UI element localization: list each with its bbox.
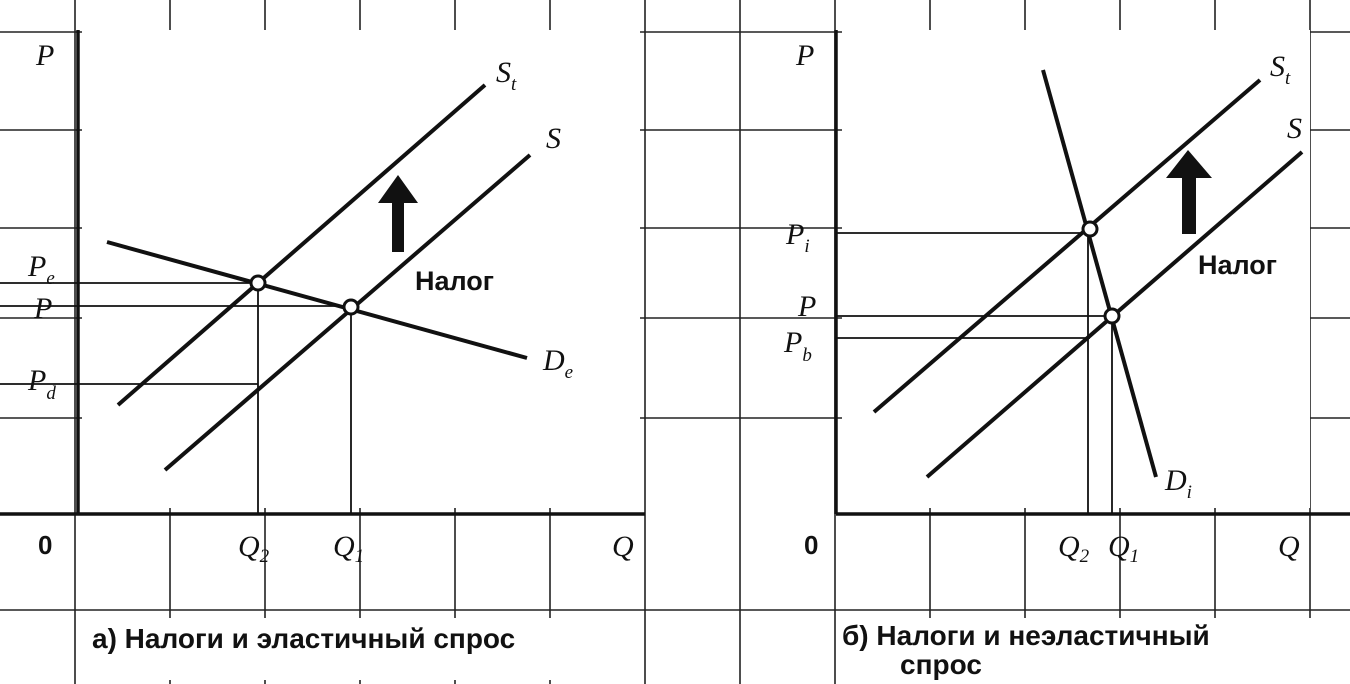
panel-a-y-axis-label: P xyxy=(35,39,54,72)
panel-a-st-label: St xyxy=(496,56,517,95)
panel-a-plot-area xyxy=(82,30,640,508)
panel-a-x-axis-label: Q xyxy=(612,530,634,563)
panel-a-caption: а) Налоги и эластичный спрос xyxy=(92,623,515,654)
panel-a-price-label-pd: Pd xyxy=(27,364,56,404)
panel-b-equilibrium-with-tax xyxy=(1081,220,1099,238)
panel-b-supply-with-tax xyxy=(872,78,1262,414)
panel-b-qty-label-q2: Q2 xyxy=(1058,530,1090,567)
panel-b xyxy=(834,30,1350,516)
panel-a-qty-label-q1: Q1 xyxy=(333,530,364,567)
panel-b-demand-inelastic xyxy=(1041,69,1158,478)
panel-a-equilibrium-with-tax xyxy=(249,274,267,292)
panel-b-equilibrium xyxy=(1103,307,1121,325)
panel-b-origin-label: 0 xyxy=(804,530,818,560)
panel-b-caption-area xyxy=(842,618,1322,684)
panel-b-price-label-pi: Pi xyxy=(785,218,810,257)
panel-b-price-label-pb: Pb xyxy=(783,326,812,366)
panel-a-price-label-p: P xyxy=(33,292,52,325)
panel-a-tax-arrow-icon xyxy=(378,175,418,252)
panel-a-tax-label: Налог xyxy=(415,266,494,296)
panel-b-price-label-p: P xyxy=(797,290,816,323)
panel-b-caption-line1: б) Налоги и неэластичный xyxy=(842,620,1210,651)
panel-a-s-label: S xyxy=(546,122,561,155)
panel-a-origin-label: 0 xyxy=(38,530,52,560)
panel-b-tax-label: Налог xyxy=(1198,250,1277,280)
panel-a xyxy=(0,30,645,516)
panel-a-demand-elastic xyxy=(106,240,528,360)
panel-b-tax-arrow-icon xyxy=(1166,150,1212,234)
panel-b-qty-label-q1: Q1 xyxy=(1108,530,1139,567)
panel-a-qty-label-q2: Q2 xyxy=(238,530,270,567)
panel-b-d-label: Di xyxy=(1164,464,1192,503)
panel-b-x-axis-label: Q xyxy=(1278,530,1300,563)
panel-b-y-axis-label: P xyxy=(795,39,814,72)
panel-b-s-label: S xyxy=(1287,112,1302,145)
panel-a-d-label: De xyxy=(542,344,573,383)
panel-b-st-label: St xyxy=(1270,50,1291,89)
panel-a-caption-area xyxy=(82,618,642,680)
panel-b-caption-line2: спрос xyxy=(900,649,982,680)
panel-a-price-label-pe: Pe xyxy=(27,250,55,289)
panel-a-supply-with-tax xyxy=(116,83,487,407)
panel-b-plot-area xyxy=(842,30,1310,508)
panel-a-equilibrium xyxy=(342,298,360,316)
